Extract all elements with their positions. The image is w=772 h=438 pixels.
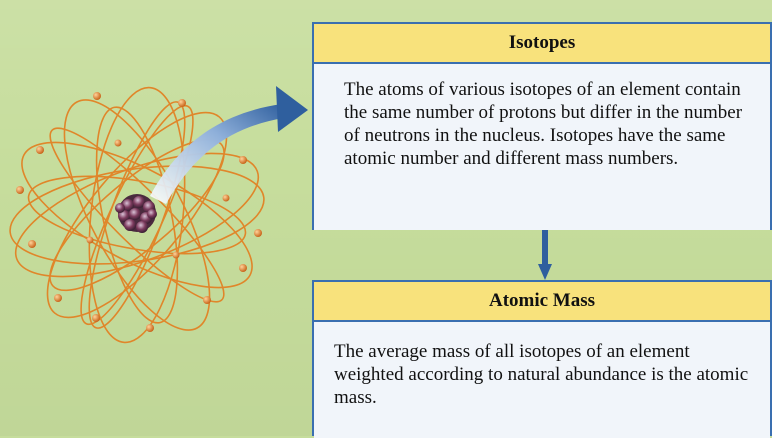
electron xyxy=(222,194,230,202)
electron xyxy=(92,314,100,322)
electron xyxy=(239,156,247,164)
orbits xyxy=(9,86,265,344)
atomic-mass-box: Atomic Mass The average mass of all isot… xyxy=(312,280,772,438)
orbit xyxy=(46,111,228,319)
electrons xyxy=(16,92,262,332)
electron xyxy=(254,229,262,237)
electron xyxy=(203,296,211,304)
electron xyxy=(54,294,62,302)
atom-illustration xyxy=(9,86,308,344)
orbit xyxy=(63,99,211,331)
electron xyxy=(239,264,247,272)
orbit xyxy=(27,175,247,255)
electron xyxy=(93,92,101,100)
down-arrow-icon xyxy=(538,230,552,280)
orbit xyxy=(80,104,194,326)
electron xyxy=(172,251,180,259)
atomic-mass-title: Atomic Mass xyxy=(314,282,770,322)
electron xyxy=(114,139,122,147)
orbit xyxy=(49,138,225,292)
electron xyxy=(36,146,44,154)
pointer-arrow xyxy=(150,86,308,204)
nucleus xyxy=(115,194,157,233)
orbit xyxy=(21,141,253,289)
electron xyxy=(16,186,24,194)
orbit xyxy=(14,152,260,278)
electron xyxy=(146,324,154,332)
isotopes-box: Isotopes The atoms of various isotopes o… xyxy=(312,22,772,230)
atomic-mass-description: The average mass of all isotopes of an e… xyxy=(314,322,770,438)
isotopes-description: The atoms of various isotopes of an elem… xyxy=(314,64,770,230)
electron xyxy=(28,240,36,248)
isotopes-title: Isotopes xyxy=(314,24,770,64)
orbit xyxy=(95,106,179,324)
electron xyxy=(178,99,186,107)
electron xyxy=(86,236,94,244)
